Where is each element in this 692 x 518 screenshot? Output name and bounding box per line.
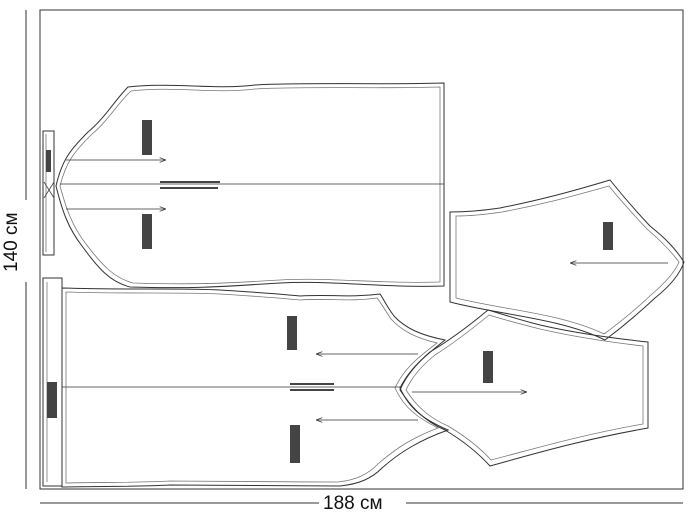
right-upper-sleeve	[449, 179, 685, 341]
upper-back-piece	[55, 82, 445, 289]
width-dimension-label: 188 см	[319, 494, 387, 514]
fabric-border	[39, 9, 684, 490]
lower-right-sleeve	[399, 309, 649, 467]
upper-facing-strip	[42, 130, 55, 256]
height-dimension-label: 140 см	[1, 208, 22, 276]
lower-front-piece	[61, 287, 450, 488]
lower-facing-strip	[42, 277, 63, 487]
